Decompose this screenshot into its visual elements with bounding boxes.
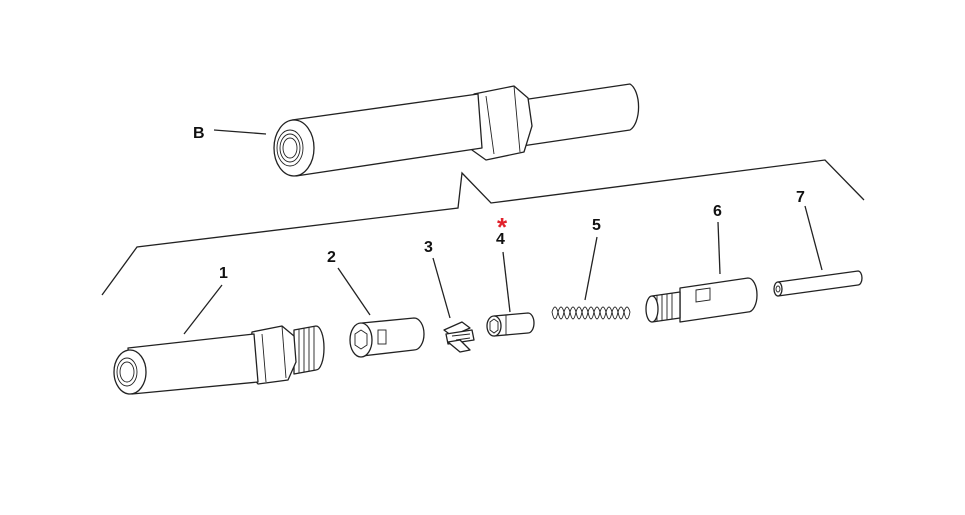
part-1-body	[113, 325, 325, 395]
part-7-pin	[773, 270, 863, 297]
label-part-2: 2	[327, 249, 336, 266]
assembly-b	[273, 83, 640, 177]
label-part-4: 4	[496, 231, 505, 248]
leader-7	[804, 205, 823, 271]
leader-1	[183, 284, 223, 335]
label-part-1: 1	[219, 265, 228, 282]
label-part-5: 5	[592, 217, 601, 234]
part-3-clip	[443, 321, 475, 353]
leader-4	[502, 251, 511, 313]
marker-asterisk: *	[497, 212, 508, 242]
part-2-sleeve	[349, 317, 425, 358]
label-part-6: 6	[713, 203, 722, 220]
leader-6	[717, 221, 721, 275]
part-4-screw	[486, 312, 535, 337]
label-assembly-b: B	[193, 125, 205, 142]
leader-b	[213, 129, 267, 135]
label-part-7: 7	[796, 189, 805, 206]
leader-5	[584, 236, 598, 301]
leader-2	[337, 267, 371, 316]
part-5-spring	[551, 306, 631, 320]
bracket-outline	[101, 159, 865, 296]
leader-3	[432, 257, 451, 319]
part-6-plunger	[645, 277, 758, 323]
label-part-3: 3	[424, 239, 433, 256]
